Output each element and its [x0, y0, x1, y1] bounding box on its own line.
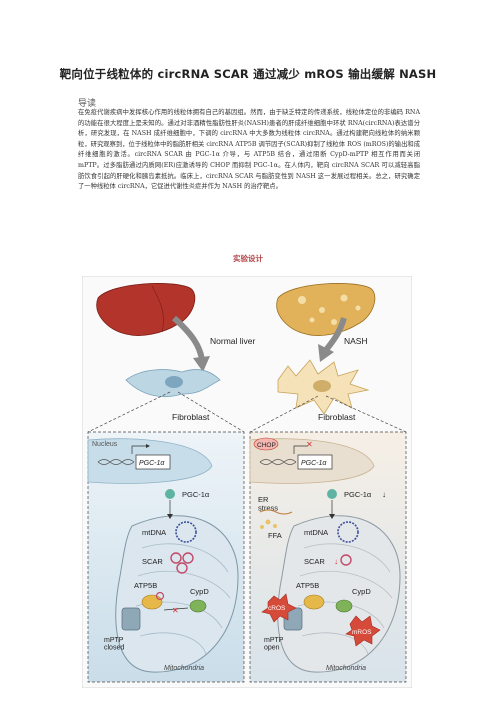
pgc-decrease-arrow: ↓ — [382, 490, 386, 499]
pgc-protein-label-left: PGC-1α — [182, 490, 210, 499]
cros-label: cROS — [268, 605, 286, 612]
scar-decrease-arrow: ↓ — [334, 557, 338, 566]
article-title: 靶向位于线粒体的 circRNA SCAR 通过减少 mROS 输出缓解 NAS… — [59, 67, 437, 81]
pgc-gene-box-left — [135, 454, 171, 470]
abstract-paragraph: 在免疫代谢疾病中发挥核心作用的线粒体拥有自己的基因组。然而，由于缺乏特定的传递系… — [78, 109, 420, 191]
graphical-abstract: Normal liver NASH Fibroblast Fibroblast … — [82, 276, 412, 688]
nash-label: NASH — [344, 336, 368, 346]
mros-burst — [345, 615, 381, 647]
mitochondria-label-left: Mitochondria — [164, 665, 204, 672]
ffa-label: FFA — [268, 531, 282, 540]
mtdna-circle-right — [337, 521, 359, 543]
atp5b-label-right: ATP5B — [296, 581, 319, 590]
normal-liver-label: Normal liver — [210, 336, 256, 346]
pgc-protein-left — [165, 489, 175, 499]
cypd-label-right: CypD — [352, 587, 371, 596]
pgc-gene-box-right — [297, 454, 333, 470]
cros-burst — [261, 593, 297, 623]
chop-label: CHOP — [257, 442, 276, 449]
atp5b-label-left: ATP5B — [134, 581, 157, 590]
mptp-channel-left — [121, 607, 141, 631]
pgc-gene-label-left: PGC-1α — [139, 460, 165, 467]
cypd-protein-left — [189, 599, 207, 613]
cypd-protein-right — [335, 599, 353, 613]
interaction-blocked-icon: ✕ — [172, 606, 179, 615]
block-cross-icon: ✕ — [306, 440, 313, 449]
scar-label-right: SCAR — [304, 557, 325, 566]
nucleus-label: Nucleus — [92, 441, 118, 448]
pgc-protein-right — [327, 489, 337, 499]
scar-label-left: SCAR — [142, 557, 163, 566]
scar-circrna-right — [340, 554, 352, 566]
fibroblast-label-left: Fibroblast — [172, 412, 210, 422]
arrow-normal — [172, 315, 205, 361]
design-heading: 实验设计 — [233, 254, 263, 263]
pgc-protein-label-right: PGC-1α — [344, 490, 372, 499]
mitochondria-label-right: Mitochondria — [326, 665, 366, 672]
pgc-gene-label-right: PGC-1α — [301, 460, 327, 467]
mtdna-label-left: mtDNA — [142, 528, 166, 537]
atp5b-protein-left — [141, 594, 163, 610]
mros-label: mROS — [352, 629, 372, 636]
arrow-nash — [323, 317, 347, 352]
section-heading: 导读 — [78, 99, 97, 109]
atp5b-protein-right — [303, 594, 325, 610]
scar-circrna-left — [170, 552, 194, 574]
mtdna-circle-left — [175, 521, 197, 543]
chop-badge — [253, 437, 279, 451]
cypd-label-left: CypD — [190, 587, 209, 596]
mtdna-label-right: mtDNA — [304, 528, 328, 537]
fibroblast-label-right: Fibroblast — [318, 412, 356, 422]
mitochondrion-left — [115, 515, 239, 673]
